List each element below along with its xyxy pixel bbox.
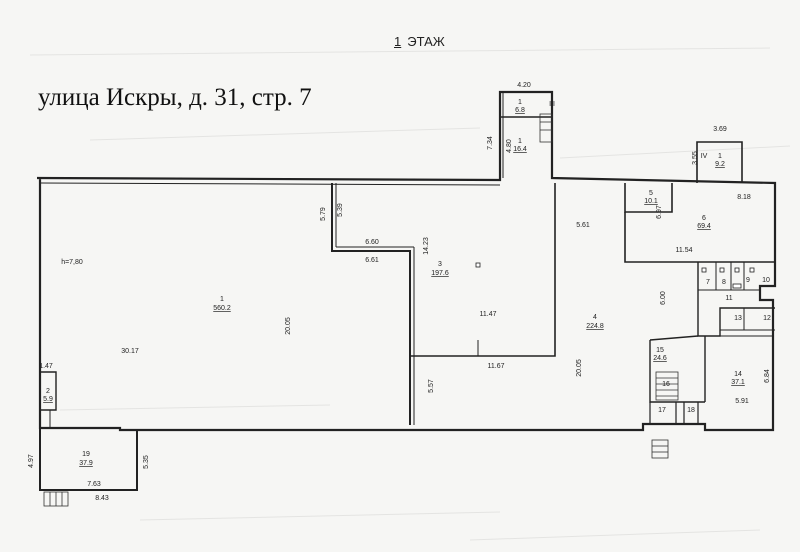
toilet-marker-2 — [719, 267, 725, 273]
room-5-number: 5 — [649, 190, 653, 197]
room-1-number: 1 — [220, 296, 224, 303]
stair-entrance-south — [651, 439, 669, 459]
dimension-labels: 4.20 7.34 4.80 3.69 3.55 5.79 5.39 14.23… — [28, 82, 771, 502]
room-14-area: 37.1 — [731, 379, 745, 386]
room-5-area: 10.1 — [644, 198, 658, 205]
dimension-label: 5.79 — [320, 207, 327, 221]
dimension-label: 5.35 — [143, 455, 150, 469]
dimension-label: 8.43 — [95, 495, 109, 502]
room-2-number: 2 — [46, 388, 50, 395]
room-2-area: 5.9 — [43, 396, 53, 403]
room-iii-2-number: 1 — [518, 138, 522, 145]
room-iii-1-number: 1 — [518, 99, 522, 106]
floor-number: 1 — [394, 34, 402, 49]
toilet-marker-3 — [734, 267, 740, 273]
wall-room-3 — [410, 183, 556, 357]
room-19-number: 19 — [82, 451, 90, 458]
dimension-label: 5.39 — [337, 203, 344, 217]
wall-room-19 — [39, 428, 138, 491]
stair-16 — [655, 371, 679, 401]
room-12-number: 12 — [763, 315, 771, 322]
floor-suffix: ЭТАЖ — [407, 34, 445, 49]
room-3-number: 3 — [438, 261, 442, 268]
room-9-number: 9 — [746, 277, 750, 284]
dimension-label: 7.63 — [87, 481, 101, 488]
room-labels: h=7,80 1 560.2 2 5.9 3 197.6 4 224.8 5 1… — [43, 99, 771, 467]
dimension-label: 20.05 — [576, 359, 583, 377]
dimension-label: 7.34 — [487, 136, 494, 150]
dimension-label: 5.61 — [576, 222, 590, 229]
room-17-number: 17 — [658, 407, 666, 414]
room-15-area: 24.6 — [653, 355, 667, 362]
room-10-number: 10 — [762, 277, 770, 284]
column-marker — [475, 262, 481, 268]
outer-wall — [36, 90, 777, 432]
room-18-number: 18 — [687, 407, 695, 414]
room-3-area: 197.6 — [431, 270, 449, 277]
toilet-marker-1 — [701, 267, 707, 273]
dimension-label: 6.61 — [365, 257, 379, 264]
dimension-label: 1.47 — [39, 363, 53, 370]
dimension-label: 11.47 — [480, 311, 497, 318]
dimension-label: 6.84 — [764, 369, 771, 383]
wall-hall-east — [331, 183, 411, 425]
roman-iii-label: III — [549, 101, 555, 108]
dimension-label: 4.97 — [28, 454, 35, 468]
dimension-label: 4.20 — [517, 82, 531, 89]
room-15-number: 15 — [656, 347, 664, 354]
background-noise — [29, 47, 791, 541]
room-8-number: 8 — [722, 279, 726, 286]
walls — [36, 90, 777, 491]
fixtures — [475, 262, 755, 289]
dimension-label: 30.17 — [121, 348, 139, 355]
dimension-label: 20.05 — [285, 317, 292, 335]
room-14-number: 14 — [734, 371, 742, 378]
room-iii-1-area: 6.8 — [515, 107, 525, 114]
wall-iv-box — [696, 141, 743, 183]
room-19-area: 37.9 — [79, 460, 93, 467]
outer-wall-inner-line — [39, 182, 501, 186]
room-11-number: 11 — [725, 295, 732, 302]
dimension-label: 3.55 — [692, 151, 699, 165]
room-4-area: 224.8 — [586, 323, 604, 330]
dimension-label: 5.57 — [428, 379, 435, 393]
stair-iii — [539, 113, 553, 143]
wall-room-5 — [624, 183, 673, 213]
room-16-number: 16 — [662, 381, 670, 388]
room-7-number: 7 — [706, 279, 710, 286]
dimension-label: 11.67 — [488, 363, 505, 370]
dimension-label: 11.54 — [676, 247, 693, 254]
wall-room-6 — [624, 212, 775, 263]
room-6-number: 6 — [702, 215, 706, 222]
dimension-label: 4.80 — [506, 139, 513, 153]
wall-room-15 — [649, 335, 699, 341]
room-6-area: 69.4 — [697, 223, 711, 230]
dimension-label: 5.91 — [735, 398, 749, 405]
stairs — [43, 113, 679, 507]
room-4-number: 4 — [593, 314, 597, 321]
dimension-label: 6.60 — [365, 239, 379, 246]
dimension-label: 3.69 — [713, 126, 727, 133]
room-iv-1-number: 1 — [718, 153, 722, 160]
room-iii-2-area: 16.4 — [513, 146, 527, 153]
room-1-area: 560.2 — [213, 305, 231, 312]
room-iv-1-area: 9.2 — [715, 161, 725, 168]
wall-room-2 — [40, 371, 57, 411]
dimension-label: 6.00 — [660, 291, 667, 305]
floor-heading: 1 ЭТАЖ — [380, 34, 445, 49]
dimension-label: 14.23 — [423, 237, 430, 255]
dimension-label: 8.18 — [737, 194, 751, 201]
address-title: улица Искры, д. 31, стр. 7 — [38, 84, 312, 111]
hall-height-label: h=7,80 — [61, 259, 83, 266]
toilet-marker-4 — [749, 267, 755, 273]
room-13-number: 13 — [734, 315, 742, 322]
sink-marker — [732, 283, 742, 289]
roman-iv-label: IV — [701, 153, 708, 160]
dimension-label: 6.97 — [656, 205, 663, 219]
